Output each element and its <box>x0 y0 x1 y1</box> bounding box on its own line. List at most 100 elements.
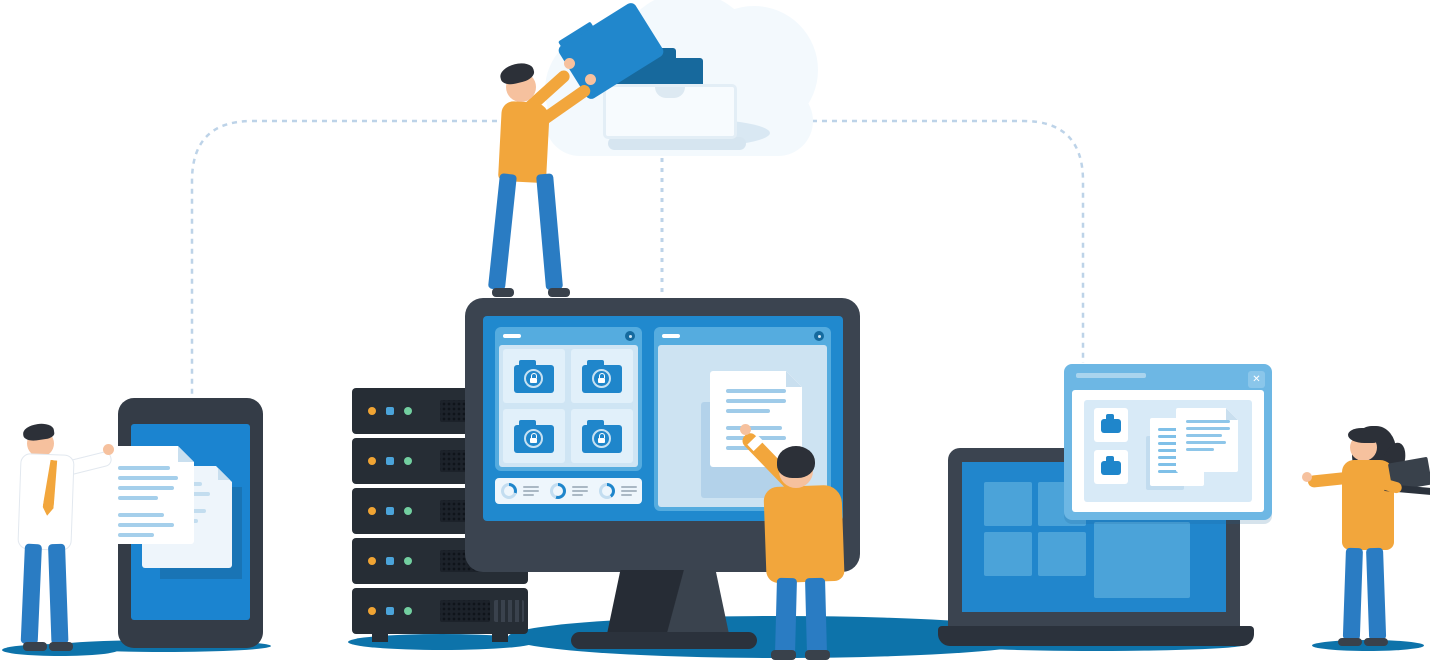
status-led-icon <box>386 457 394 465</box>
woman-shoe <box>1364 638 1388 646</box>
window-control-icon <box>625 331 635 341</box>
pointer-shoe <box>771 650 796 660</box>
page-fold-icon <box>1226 408 1238 420</box>
gauge-label-dash <box>523 490 539 492</box>
document-text-lines <box>118 466 178 543</box>
presenter-shoe <box>49 642 73 651</box>
locked-folder-icon <box>514 360 554 393</box>
gauge-ring-icon <box>501 483 517 499</box>
server-unit <box>352 588 528 634</box>
pointer-shoe <box>805 650 830 660</box>
text-line <box>726 389 786 393</box>
uploaded-folder-icon <box>556 0 666 102</box>
text-line <box>1158 449 1188 452</box>
woman-hand <box>1302 472 1312 482</box>
popup-title-dash <box>1076 373 1146 378</box>
vent-grid-icon <box>440 600 490 622</box>
gauge-label-dash <box>523 486 539 488</box>
connector-cloud-to-laptop <box>812 119 1085 363</box>
gauge-3 <box>599 483 643 499</box>
screen-tile <box>984 532 1032 576</box>
status-led-icon <box>386 607 394 615</box>
text-line <box>726 399 786 403</box>
text-line <box>726 409 770 413</box>
rack-foot <box>492 634 508 642</box>
gauge-ring-icon <box>550 483 566 499</box>
presenter-leg <box>20 543 42 645</box>
presenter-hand <box>103 444 114 455</box>
status-led-icon <box>368 457 376 465</box>
laptop-base <box>938 626 1254 646</box>
locked-folder-icon <box>514 420 554 453</box>
folder-tile <box>503 409 565 463</box>
woman-shoe <box>1338 638 1362 646</box>
drawer-handle-notch <box>655 87 685 98</box>
text-line <box>726 426 782 430</box>
status-led-icon <box>368 607 376 615</box>
tablet-front-document <box>106 446 194 544</box>
gauge-label-dash <box>621 486 637 488</box>
status-led-icon <box>386 507 394 515</box>
gauge-label-dash <box>572 490 588 492</box>
woman-leg <box>1366 547 1387 641</box>
status-led-icon <box>368 407 376 415</box>
folder-tile <box>571 409 633 463</box>
drawer-shadow <box>608 137 746 150</box>
person-holding-laptop <box>1302 426 1430 654</box>
popup-body <box>1072 390 1264 512</box>
text-line <box>1186 441 1226 444</box>
uploader-shoe <box>548 288 570 297</box>
gauge-label-dash <box>621 494 632 496</box>
popup-folder-list <box>1094 408 1128 484</box>
cloud-drawer <box>600 44 750 156</box>
text-line <box>1158 442 1184 445</box>
text-line <box>118 486 174 490</box>
status-led-icon <box>404 457 412 465</box>
status-led-icon <box>368 507 376 515</box>
gauge-label-dash <box>572 494 583 496</box>
uploader-torso <box>497 100 551 184</box>
uploader-leg <box>536 173 564 291</box>
text-line <box>1158 456 1180 459</box>
window-control-icon <box>814 331 824 341</box>
uploader-hand <box>585 74 596 85</box>
lock-icon <box>592 429 611 448</box>
text-line <box>118 523 174 527</box>
popup-folder-tile <box>1094 408 1128 442</box>
locked-folders-window <box>495 327 642 471</box>
text-line <box>726 446 762 450</box>
paragraph-gap <box>118 506 178 513</box>
connector-cloud-to-tablet <box>190 119 517 398</box>
gauge-label-dash <box>523 494 534 496</box>
text-line <box>1158 435 1188 438</box>
popup-window: ✕ <box>1064 364 1272 520</box>
uploader-hand <box>564 58 575 69</box>
pointer-hair <box>777 446 815 478</box>
text-line <box>118 533 154 537</box>
person-uploading-folder <box>487 0 672 306</box>
presenter-shoe <box>23 642 47 651</box>
folder-grid <box>499 345 638 467</box>
status-led-icon <box>404 507 412 515</box>
folder-icon <box>1101 456 1121 475</box>
woman-leg <box>1342 547 1363 641</box>
rack-foot <box>372 634 388 642</box>
document-text-lines <box>1158 428 1188 477</box>
text-line <box>118 496 158 500</box>
popup-close-button[interactable]: ✕ <box>1248 371 1265 388</box>
popup-folder-tile <box>1094 450 1128 484</box>
screen-tile-wide <box>1094 522 1190 598</box>
locked-folder-icon <box>582 360 622 393</box>
pointer-leg <box>805 577 827 655</box>
monitor-stand-neck <box>607 570 729 634</box>
monitor-screen <box>483 316 843 521</box>
text-line <box>118 476 178 480</box>
storage-gauges-bar <box>495 478 642 504</box>
document-text-lines <box>1186 420 1230 455</box>
window-title-dash <box>503 334 521 338</box>
lock-icon <box>592 369 611 388</box>
woman-hair-fringe <box>1348 428 1378 443</box>
gauge-ring-icon <box>599 483 615 499</box>
person-presenting-tablet <box>5 421 123 656</box>
